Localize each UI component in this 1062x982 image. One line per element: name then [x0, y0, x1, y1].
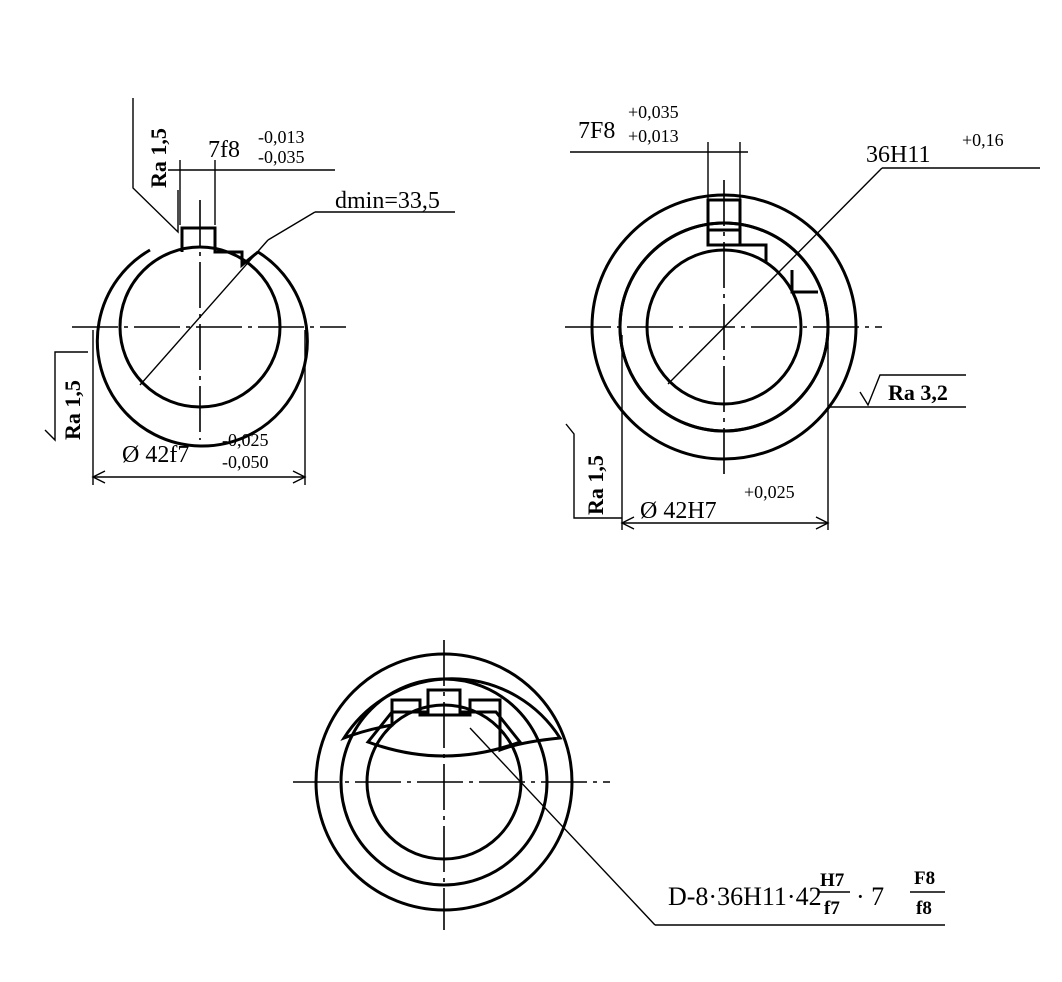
shaft-key: [180, 226, 259, 269]
shaft-ra-top-label: Ra 1,5: [146, 128, 171, 188]
shaft-outer-arrow-left: [91, 470, 106, 484]
shaft-key-width-label: 7f8: [208, 137, 240, 163]
hub-ra-left-symbol: [565, 423, 622, 519]
shaft-key-tol-lower: -0,035: [258, 147, 305, 167]
hub-ra-left-label: Ra 1,5: [583, 455, 608, 515]
hub-outer-arrow-left: [620, 516, 635, 530]
hub-spline-notch: [790, 270, 818, 294]
shaft-outer-tol-lower: -0,050: [222, 452, 269, 472]
hub-ra-right-symbol: [859, 374, 966, 407]
hub-outer-tol: +0,025: [744, 482, 795, 502]
shaft-ra-left-label: Ra 1,5: [60, 380, 85, 440]
assembly-mid: · 7: [856, 882, 884, 911]
hub-outer-arrow-right: [815, 516, 830, 530]
assembly-fit1-den: f7: [824, 898, 840, 919]
shaft-dmin-label: dmin=33,5: [335, 188, 440, 214]
shaft-ra-left-symbol: [44, 351, 88, 442]
hub-outer-label: Ø 42H7: [640, 498, 717, 524]
hub-key-tol-lower: +0,013: [628, 126, 679, 146]
shaft-outer-arrow-right: [292, 470, 307, 484]
hub-key-width-label: 7F8: [578, 118, 615, 144]
hub-view: 7F8 +0,035 +0,013 36H11 +0,16 Ra 3,2 Ø 4…: [565, 102, 1040, 530]
hub-inner-tol: +0,16: [962, 130, 1004, 150]
shaft-key-tol-upper: -0,013: [258, 127, 305, 147]
hub-inner-label: 36H11: [866, 142, 930, 168]
assembly-key-region: [365, 688, 523, 758]
shaft-outer-label: Ø 42f7: [122, 442, 189, 468]
assembly-designation-prefix: D-8·36H11·42: [668, 882, 822, 911]
shaft-view: 7f8 -0,013 -0,035 dmin=33,5 Ø 42f7 -0,02…: [44, 98, 455, 485]
shaft-outer-tol-upper: -0,025: [222, 430, 269, 450]
shaft-diagonal: [139, 239, 269, 386]
hub-diagonal: [667, 167, 883, 385]
assembly-fit2-num: F8: [914, 868, 935, 889]
assembly-fit2-den: f8: [916, 898, 932, 919]
shaft-outer-contour: [95, 248, 309, 448]
assembly-fit1-num: H7: [820, 870, 845, 891]
shaft-ra-top-symbol: [132, 98, 179, 234]
hub-ra-right-label: Ra 3,2: [888, 380, 948, 405]
shaft-dmin-leader: [267, 211, 316, 241]
assembly-leader: [469, 727, 656, 926]
assembly-view: D-8·36H11·42 H7 f7 · 7 F8 f8: [293, 640, 945, 930]
hub-key-tol-upper: +0,035: [628, 102, 679, 122]
